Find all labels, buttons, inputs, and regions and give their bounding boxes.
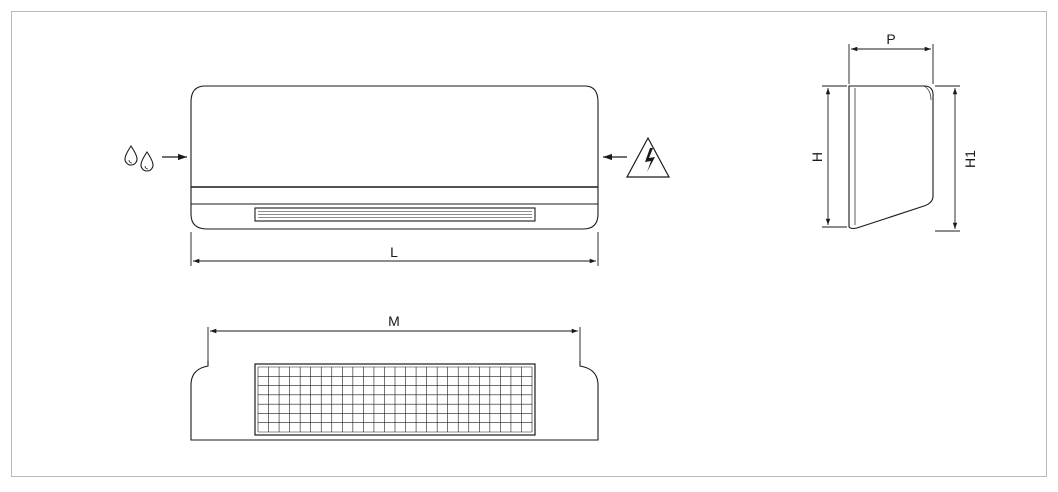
dimension-p-label: P [886,31,895,47]
dimension-l-label: L [390,244,398,260]
dimension-m-label: M [388,313,400,329]
intake-grille-mesh [257,366,533,433]
dimension-m [207,327,581,362]
side-view [848,85,934,230]
high-voltage-warning-icon [625,136,671,178]
bottom-view [190,361,599,441]
dimension-h-label: H [809,152,825,162]
intake-grille [254,363,536,436]
bottom-view-body [190,361,599,441]
sheet-frame [11,11,1047,477]
side-view-body [848,85,934,230]
dimension-h1-label: H1 [962,150,978,168]
water-drops-icon [124,145,154,172]
dimension-l [190,232,599,266]
dimension-p [848,44,934,84]
air-outlet-louvre [254,207,536,222]
front-view-body [190,85,599,230]
dimension-h [822,85,847,228]
dimension-h1 [935,85,960,232]
front-view [190,85,599,230]
